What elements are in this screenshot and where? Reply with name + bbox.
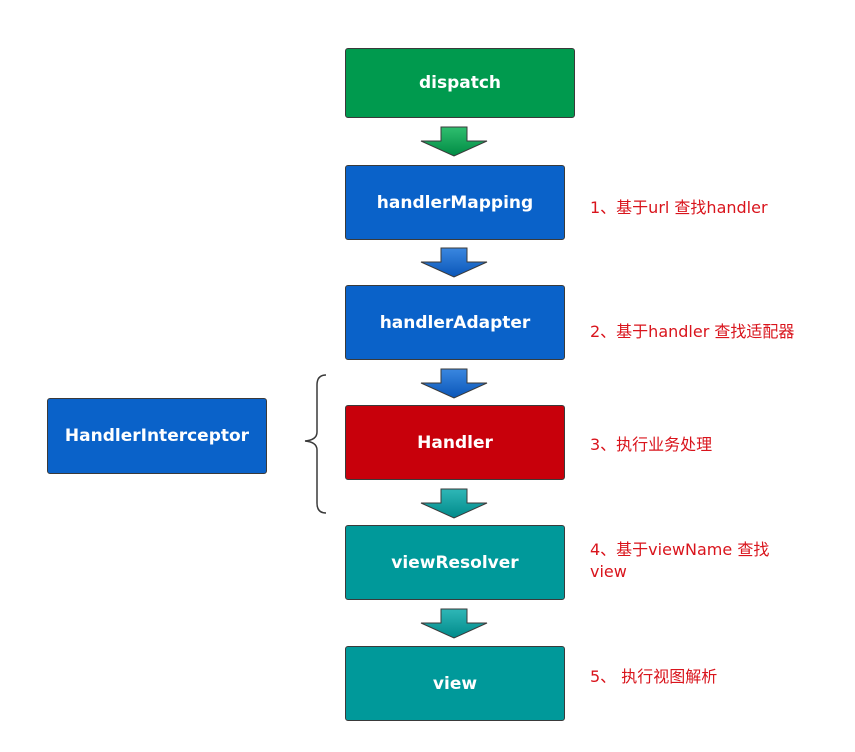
arrow-down-icon xyxy=(420,488,488,519)
dispatch-node: dispatch xyxy=(345,48,575,118)
view-node: view xyxy=(345,646,565,721)
handler-adapter-label: handlerAdapter xyxy=(379,312,531,333)
handler-adapter-node: handlerAdapter xyxy=(345,285,565,360)
view-resolver-label: viewResolver xyxy=(391,552,519,573)
arrow-down-icon xyxy=(420,247,488,278)
handler-mapping-label: handlerMapping xyxy=(376,192,534,213)
handler-node: Handler xyxy=(345,405,565,480)
step-note-2: 2、基于handler 查找适配器 xyxy=(590,322,795,341)
handler-mapping-node: handlerMapping xyxy=(345,165,565,240)
handler-interceptor-node: HandlerInterceptor xyxy=(47,398,267,474)
arrow-down-icon xyxy=(420,126,488,157)
step-note-3: 3、执行业务处理 xyxy=(590,435,713,454)
dispatch-label: dispatch xyxy=(418,73,502,93)
handler-interceptor-label: HandlerInterceptor xyxy=(64,426,250,446)
view-resolver-node: viewResolver xyxy=(345,525,565,600)
handler-label: Handler xyxy=(417,432,493,453)
step-note-5: 5、 执行视图解析 xyxy=(590,667,718,686)
step-note-4: 4、基于viewName 查找view xyxy=(590,540,770,581)
arrow-down-icon xyxy=(420,368,488,399)
curly-brace-icon xyxy=(304,374,327,514)
arrow-down-icon xyxy=(420,608,488,639)
view-label: view xyxy=(432,673,478,694)
step-note-1: 1、基于url 查找handler xyxy=(590,198,768,217)
